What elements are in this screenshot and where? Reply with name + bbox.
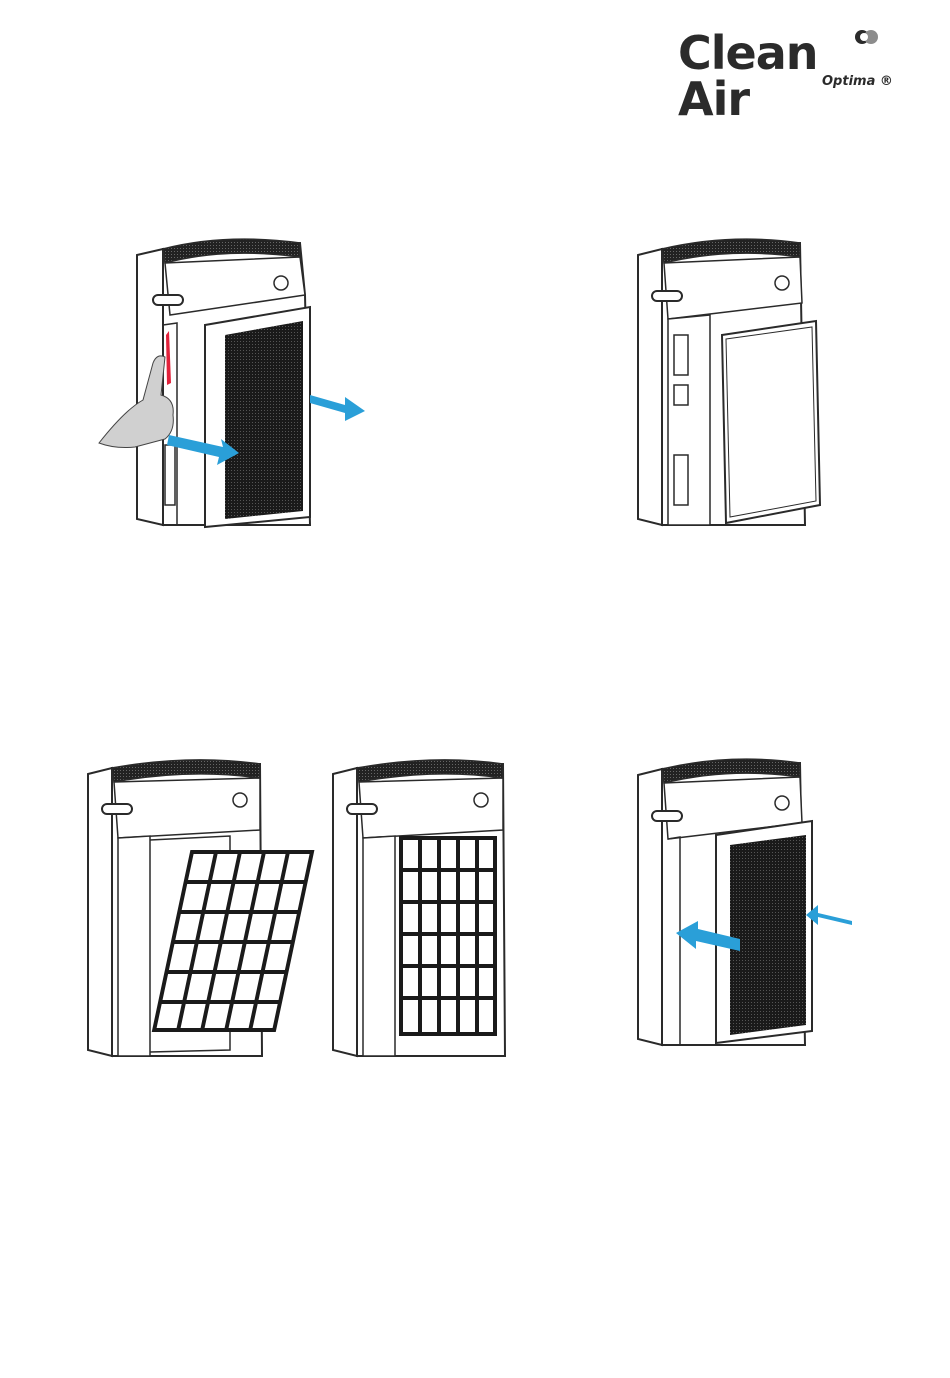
figure-filter-installed — [325, 760, 515, 1070]
figure-cover-removed — [630, 235, 830, 545]
figure-open-cover — [95, 235, 375, 545]
brand-sub: Optima ® — [822, 74, 893, 89]
brand-logo: Clean Air Optima ® — [672, 28, 902, 98]
figure-close-cover — [630, 755, 860, 1065]
filter-grid-icon — [401, 838, 495, 1034]
logo-mark-icon — [850, 28, 890, 48]
arrow-right-icon — [310, 395, 365, 421]
figure-remove-filter — [80, 760, 300, 1070]
